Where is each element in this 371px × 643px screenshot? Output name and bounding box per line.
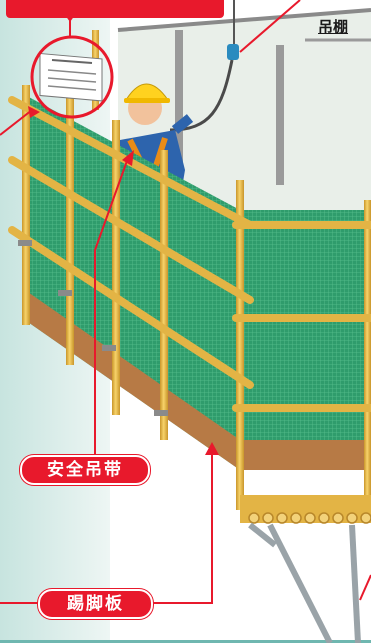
notice-sign <box>30 35 114 119</box>
scaffold-rails <box>8 96 371 412</box>
hanging-scaffold-label-partial: 吊棚 <box>318 18 349 36</box>
toe-board-front <box>240 440 371 470</box>
toe-board-label: 踢脚板 <box>38 589 153 619</box>
pointer-line-top-right <box>239 0 301 53</box>
safety-harness-label: 安全吊带 <box>20 455 150 485</box>
pointer-line-legs <box>359 574 371 601</box>
support-legs <box>248 522 361 643</box>
highlight-circle <box>30 35 114 119</box>
pointer-line-sign <box>0 109 33 136</box>
safety-net-front <box>240 210 371 470</box>
toe-board-left <box>25 290 240 470</box>
lifeline-clip <box>227 44 239 60</box>
top-callout-header <box>6 0 224 18</box>
platform-boards <box>240 495 371 524</box>
hanger-brackets <box>18 240 168 416</box>
pointer-line-toeboard <box>153 450 213 604</box>
pointer-line-harness <box>94 157 129 455</box>
